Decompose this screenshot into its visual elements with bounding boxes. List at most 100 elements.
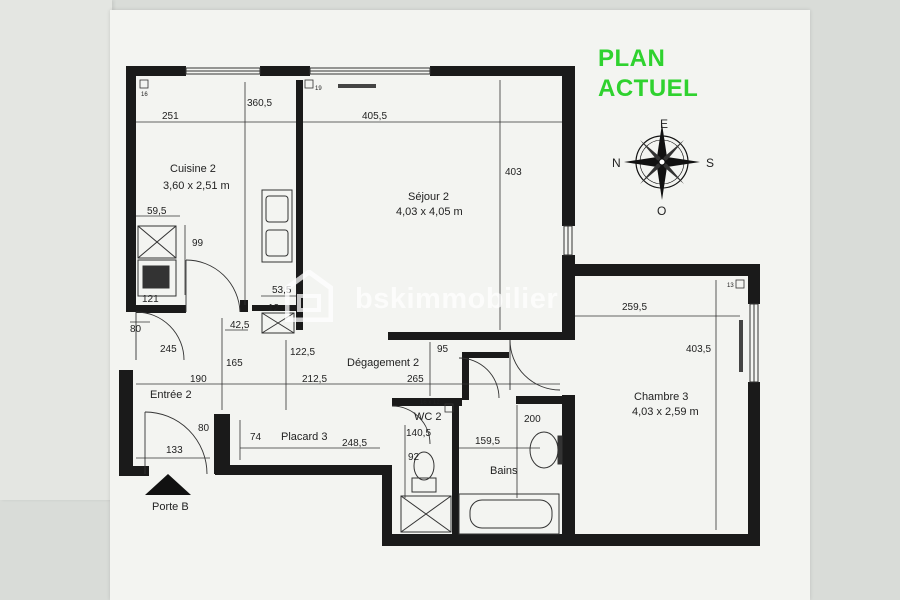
dimension-label: 251: [162, 111, 179, 122]
cuisine-size: 3,60 x 2,51 m: [163, 180, 230, 192]
wall: [260, 66, 310, 76]
dimension-label: 265: [407, 374, 424, 385]
dimension-label: 245: [160, 344, 177, 355]
dimension-label: 133: [166, 445, 183, 456]
wall: [462, 352, 469, 400]
oven: [137, 259, 177, 297]
cabinet: [261, 312, 295, 334]
cooktop: [137, 225, 177, 259]
stamp-line-2: ACTUEL: [598, 75, 699, 102]
wall: [296, 250, 303, 330]
floor-plan-sheet: [110, 10, 810, 600]
wc-name: WC 2: [414, 411, 442, 423]
dimension-label: 92: [408, 452, 420, 463]
background-paper: [0, 0, 112, 500]
wall: [430, 66, 575, 76]
dimension-label: 74: [250, 432, 262, 443]
dimension-label: 403: [505, 167, 522, 178]
wall: [119, 370, 133, 476]
wall: [119, 466, 149, 476]
dimension-label: 159,5: [475, 436, 500, 447]
dimension-label: 165: [226, 358, 243, 369]
wall: [126, 66, 136, 312]
kitchen-sink: [261, 189, 293, 263]
watermark-logo-icon: [285, 270, 333, 322]
wall: [388, 332, 568, 340]
walls: [119, 66, 760, 546]
wall: [382, 465, 392, 545]
sejour-size: 4,03 x 4,05 m: [396, 206, 463, 218]
wall: [252, 305, 298, 311]
wall: [562, 66, 575, 226]
dimension-label: 53,5: [272, 285, 292, 296]
plan-stamp: PLAN ACTUEL: [598, 44, 698, 104]
compass-east-label: S: [706, 156, 714, 170]
door-swings: [135, 259, 561, 475]
dimension-label: 13: [727, 283, 734, 289]
dimension-label: 16 x 12: [420, 400, 440, 406]
compass-rose-icon: [624, 124, 700, 200]
dimension-label: 12: [268, 303, 280, 314]
radiators: [338, 84, 743, 372]
fixtures: [137, 189, 563, 535]
dimension-label: 16: [141, 92, 148, 98]
dimension-label: 99: [192, 238, 204, 249]
door-label: Porte B: [152, 501, 189, 513]
dimension-label: 190: [190, 374, 207, 385]
wall: [240, 300, 248, 312]
dimension-label: 122,5: [290, 347, 315, 358]
dimension-label: 80: [130, 324, 142, 335]
compass-west-label: N: [612, 156, 621, 170]
cuisine-name: Cuisine 2: [170, 163, 216, 175]
dimension-label: 80: [198, 423, 210, 434]
dimension-label: 405,5: [362, 111, 387, 122]
wall: [469, 352, 509, 358]
watermark-text: bskimmobilier: [355, 283, 559, 315]
dimension-label: 95: [437, 344, 449, 355]
dimension-lines: [130, 80, 740, 530]
chambre-name: Chambre 3: [634, 391, 688, 403]
dimension-label: 360,5: [247, 98, 272, 109]
wall: [296, 80, 303, 250]
washbasin: [529, 431, 559, 469]
wall: [452, 400, 459, 536]
entry-arrow-icon: [145, 474, 191, 495]
compass-south-label: O: [657, 204, 666, 218]
chambre-size: 4,03 x 2,59 m: [632, 406, 699, 418]
dimension-label: 259,5: [622, 302, 647, 313]
sejour-name: Séjour 2: [408, 191, 449, 203]
degagement-name: Dégagement 2: [347, 357, 419, 369]
wall: [516, 396, 571, 404]
placard-name: Placard 3: [281, 431, 327, 443]
toilet: [413, 451, 435, 481]
wall: [562, 264, 760, 276]
compass-north: E: [660, 117, 668, 131]
wall: [748, 264, 760, 304]
dimension-label: 200: [524, 414, 541, 425]
dimension-label: 19: [315, 86, 322, 92]
wall: [392, 398, 462, 406]
wall: [214, 414, 230, 474]
wall: [136, 305, 186, 313]
dimension-label: 212,5: [302, 374, 327, 385]
shower-tray: [400, 495, 452, 533]
stamp-line-1: PLAN: [598, 45, 666, 72]
dimension-label: 248,5: [342, 438, 367, 449]
dimension-label: 403,5: [686, 344, 711, 355]
wall: [126, 66, 186, 76]
wall: [562, 395, 575, 535]
wall: [748, 382, 760, 544]
windows: [185, 67, 759, 383]
corner-markers: [139, 79, 745, 413]
dimension-label: 59,5: [147, 206, 167, 217]
wall: [562, 255, 575, 340]
wall: [215, 465, 392, 475]
entree-name: Entrée 2: [150, 389, 192, 401]
dimension-label: 121: [142, 294, 159, 305]
bathtub: [458, 493, 560, 535]
dimension-label: 42,5: [230, 320, 250, 331]
wall: [382, 534, 760, 546]
bains-name: Bains: [490, 465, 518, 477]
dimension-label: 140,5: [406, 428, 431, 439]
